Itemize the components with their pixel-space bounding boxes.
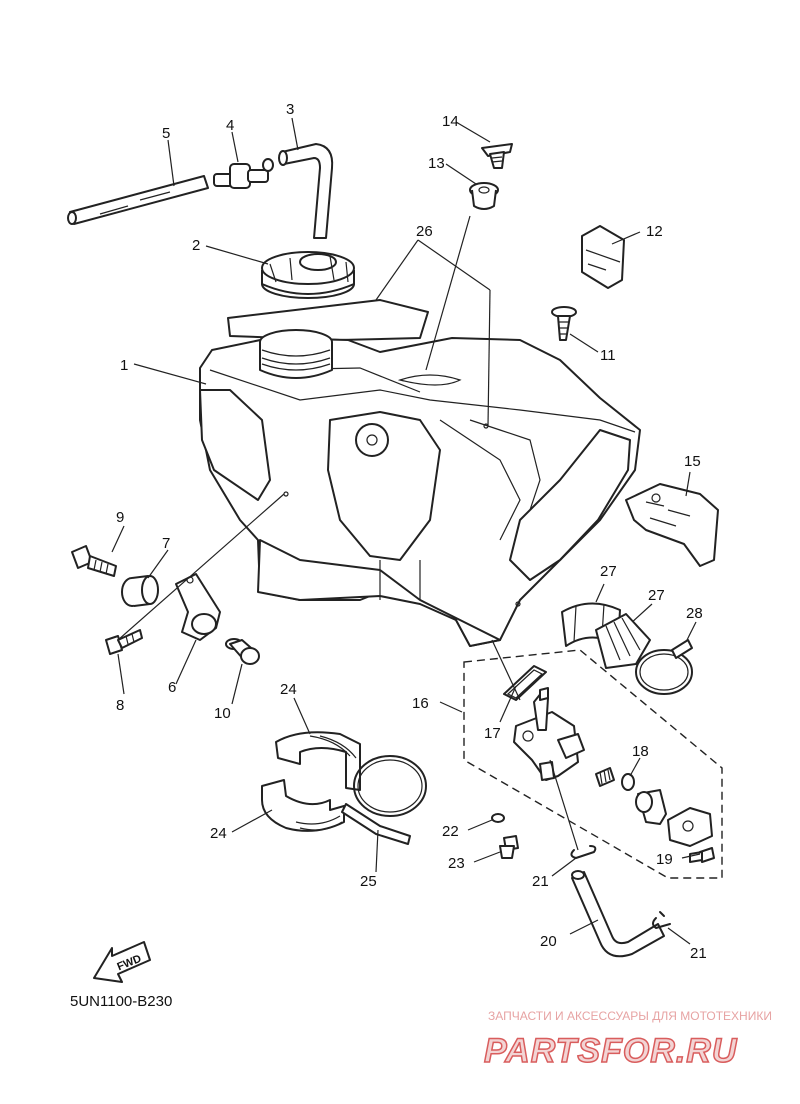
lever-part: [635, 789, 667, 825]
collar-10-part: [225, 638, 260, 665]
callout-16: 16: [412, 695, 429, 712]
callout-7: 7: [162, 535, 170, 552]
callout-14: 14: [442, 113, 459, 130]
watermark-caption: ЗАПЧАСТИ И АКСЕССУАРЫ ДЛЯ МОТОТЕХНИКИ: [488, 1009, 772, 1023]
spring-part: [595, 767, 615, 787]
fuel-hose-20-part: [571, 870, 665, 958]
damper-24-lower-part: [261, 779, 345, 832]
callout-19: 19: [656, 851, 673, 868]
bracket-15-part: [625, 483, 719, 567]
callout-26: 26: [416, 223, 433, 240]
callout-23: 23: [448, 855, 465, 872]
bolt-9-part: [71, 545, 117, 577]
breather-hose-part: [278, 143, 334, 239]
callout-28: 28: [686, 605, 703, 622]
callout-11: 11: [600, 347, 616, 364]
callout-12: 12: [646, 223, 663, 240]
callout-5: 5: [162, 125, 170, 142]
damper-13-part: [469, 182, 499, 210]
fuel-cap-part: [261, 251, 355, 299]
callout-9: 9: [116, 509, 124, 526]
callout-24-lower: 24: [210, 825, 227, 842]
washer-22-part: [491, 813, 505, 823]
watermark: ЗАПЧАСТИ И АКСЕССУАРЫ ДЛЯ МОТОТЕХНИКИ PA…: [483, 1009, 772, 1071]
watermark-brand: PARTSFOR.RU: [484, 1032, 738, 1070]
callout-20: 20: [540, 933, 557, 950]
clip-12-part: [581, 225, 625, 289]
callout-8: 8: [116, 697, 124, 714]
callout-22: 22: [442, 823, 459, 840]
callout-24-upper: 24: [280, 681, 297, 698]
o-ring-18-part: [621, 773, 635, 791]
clip-21-lower-part: [652, 911, 671, 929]
callout-10: 10: [214, 705, 231, 722]
vent-hose-part: [67, 175, 209, 225]
bolt-11-part: [551, 306, 577, 341]
strap-25-part: [341, 755, 427, 845]
fuel-cock-body-part: [513, 687, 585, 781]
clamp-28-part: [635, 639, 693, 695]
callout-2: 2: [192, 237, 200, 254]
leader-lines: [111, 117, 701, 945]
callout-18: 18: [632, 743, 649, 760]
callout-1: 1: [120, 357, 128, 374]
callout-27-lower: 27: [648, 587, 665, 604]
bolt-8-part: [105, 629, 143, 655]
gasket-17-part: [503, 665, 547, 701]
screw-14-part: [481, 143, 513, 169]
screw-23-part: [499, 835, 519, 859]
clip-21-upper-part: [570, 845, 597, 859]
hose-joint-part: [213, 158, 274, 189]
damper-24-upper-part: [275, 731, 361, 791]
boot-27-part: [595, 613, 651, 669]
callout-4: 4: [226, 117, 234, 134]
fuel-tank-part: [199, 299, 641, 647]
callout-13: 13: [428, 155, 445, 172]
callout-21: 21: [532, 873, 549, 890]
callout-27-upper: 27: [600, 563, 617, 580]
callout-21-lower: 21: [690, 945, 707, 962]
callout-3: 3: [286, 101, 294, 118]
damper-7-part: [121, 575, 159, 607]
diagram-code: 5UN1100-B230: [70, 993, 172, 1010]
callout-17: 17: [484, 725, 501, 742]
callout-15: 15: [684, 453, 701, 470]
callout-25: 25: [360, 873, 377, 890]
callout-6: 6: [168, 679, 176, 696]
plate-part: [667, 807, 713, 847]
forward-arrow-icon: FWD: [93, 941, 151, 983]
